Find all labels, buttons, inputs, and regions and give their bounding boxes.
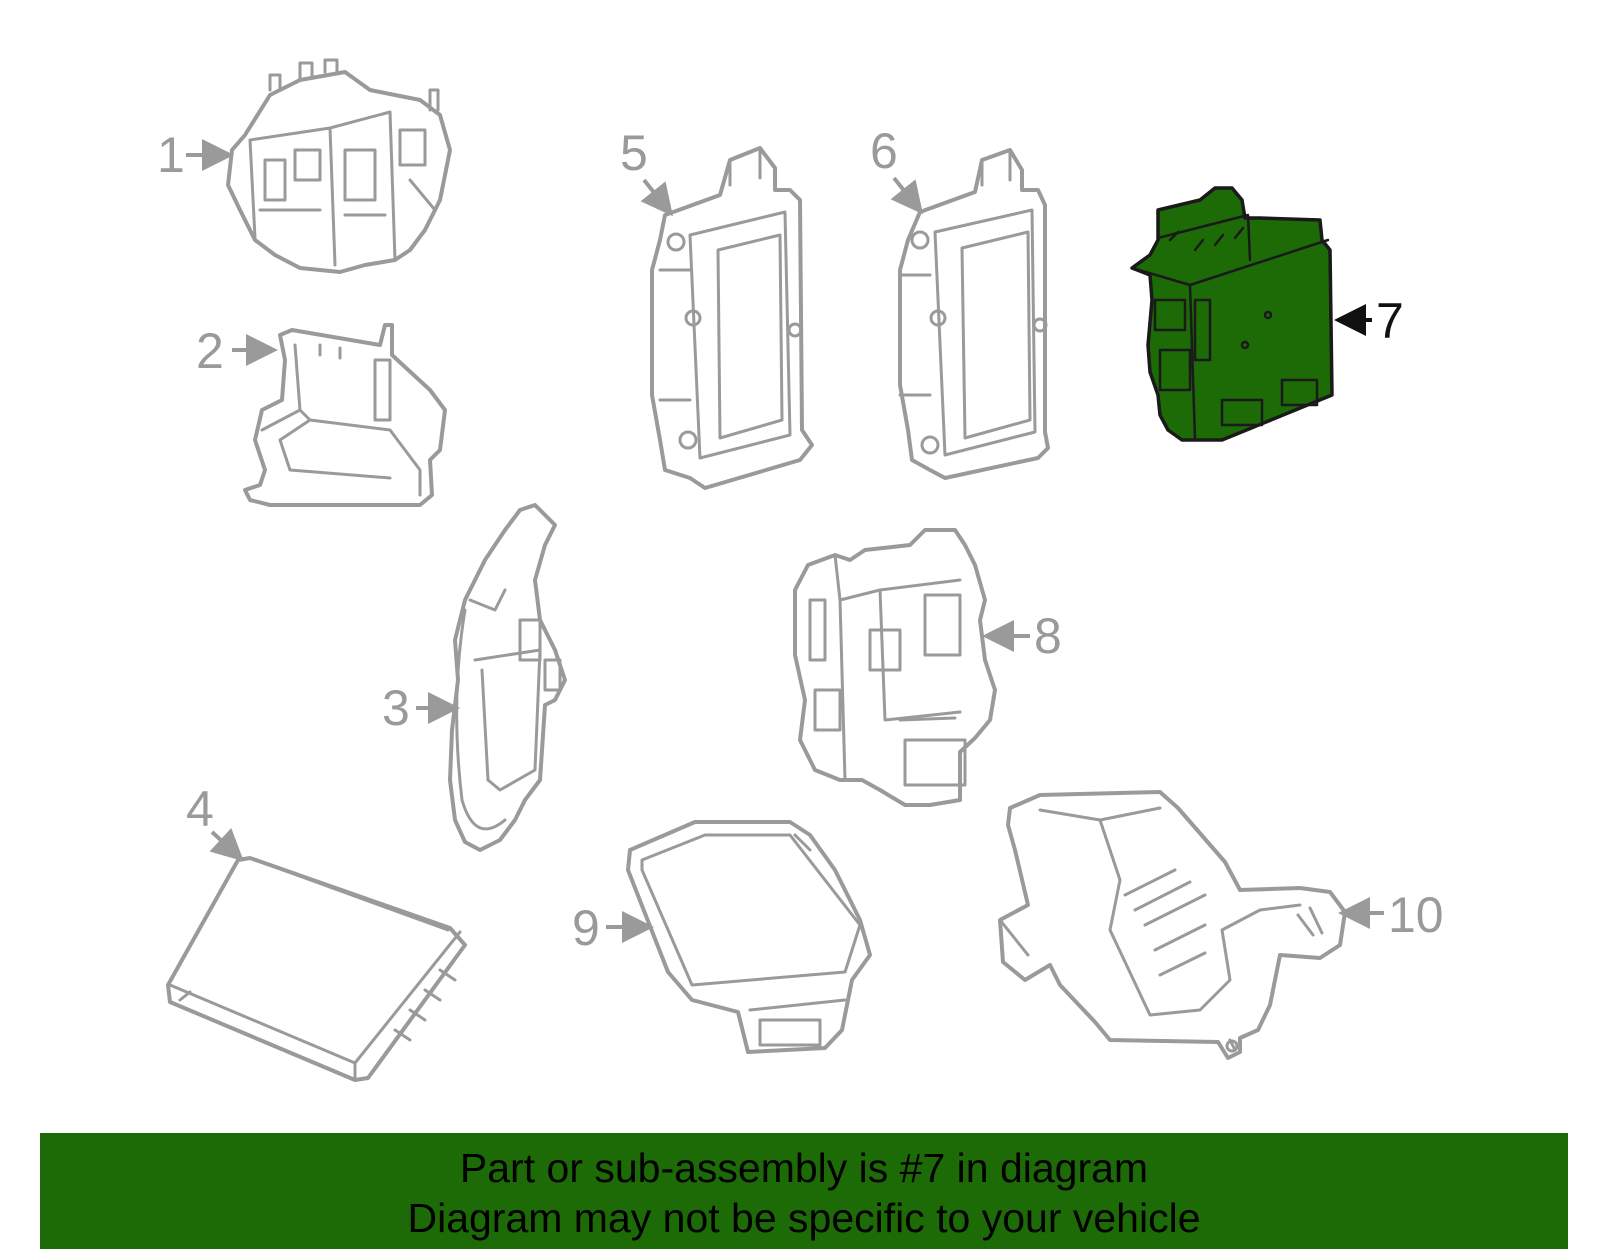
callout-3: 3 [382, 680, 460, 736]
callout-10-label: 10 [1388, 887, 1444, 943]
callout-2: 2 [196, 323, 278, 379]
callout-1-label: 1 [157, 127, 185, 183]
callout-7: 7 [1334, 293, 1404, 349]
callout-2-label: 2 [196, 323, 224, 379]
callout-5-label: 5 [620, 125, 648, 181]
callout-4-label: 4 [186, 781, 214, 837]
part-8-bracket-module[interactable] [793, 528, 997, 807]
banner-line-1: Part or sub-assembly is #7 in diagram [459, 1145, 1149, 1191]
part-7-highlighted-module[interactable] [1130, 186, 1334, 442]
callout-9-label: 9 [572, 900, 600, 956]
banner-line-2: Diagram may not be specific to your vehi… [407, 1195, 1201, 1241]
callout-8: 8 [982, 608, 1062, 664]
callout-8-label: 8 [1034, 608, 1062, 664]
part-5-control-module[interactable] [650, 146, 814, 490]
callout-6-label: 6 [870, 123, 898, 179]
callout-10: 10 [1338, 887, 1444, 943]
part-1-relay-block[interactable] [226, 58, 452, 274]
callout-6: 6 [870, 123, 923, 215]
callout-9: 9 [572, 900, 654, 956]
callout-5: 5 [620, 125, 673, 217]
callout-7-label: 7 [1376, 293, 1404, 349]
part-2-bracket[interactable] [243, 323, 447, 507]
part-3-charge-connector[interactable] [448, 503, 567, 852]
part-6-control-module[interactable] [898, 148, 1050, 480]
callout-1: 1 [157, 127, 234, 183]
part-4-flat-module[interactable] [166, 856, 467, 1082]
callout-4: 4 [186, 781, 244, 862]
callout-6-arrow [890, 176, 923, 215]
callout-3-label: 3 [382, 680, 410, 736]
callout-4-arrow [209, 827, 244, 862]
info-banner: Part or sub-assembly is #7 in diagram Di… [40, 1133, 1568, 1249]
part-9-sensor-module[interactable] [626, 820, 872, 1054]
callout-5-arrow [640, 178, 673, 217]
part-10-mounting-bracket[interactable] [998, 790, 1347, 1060]
